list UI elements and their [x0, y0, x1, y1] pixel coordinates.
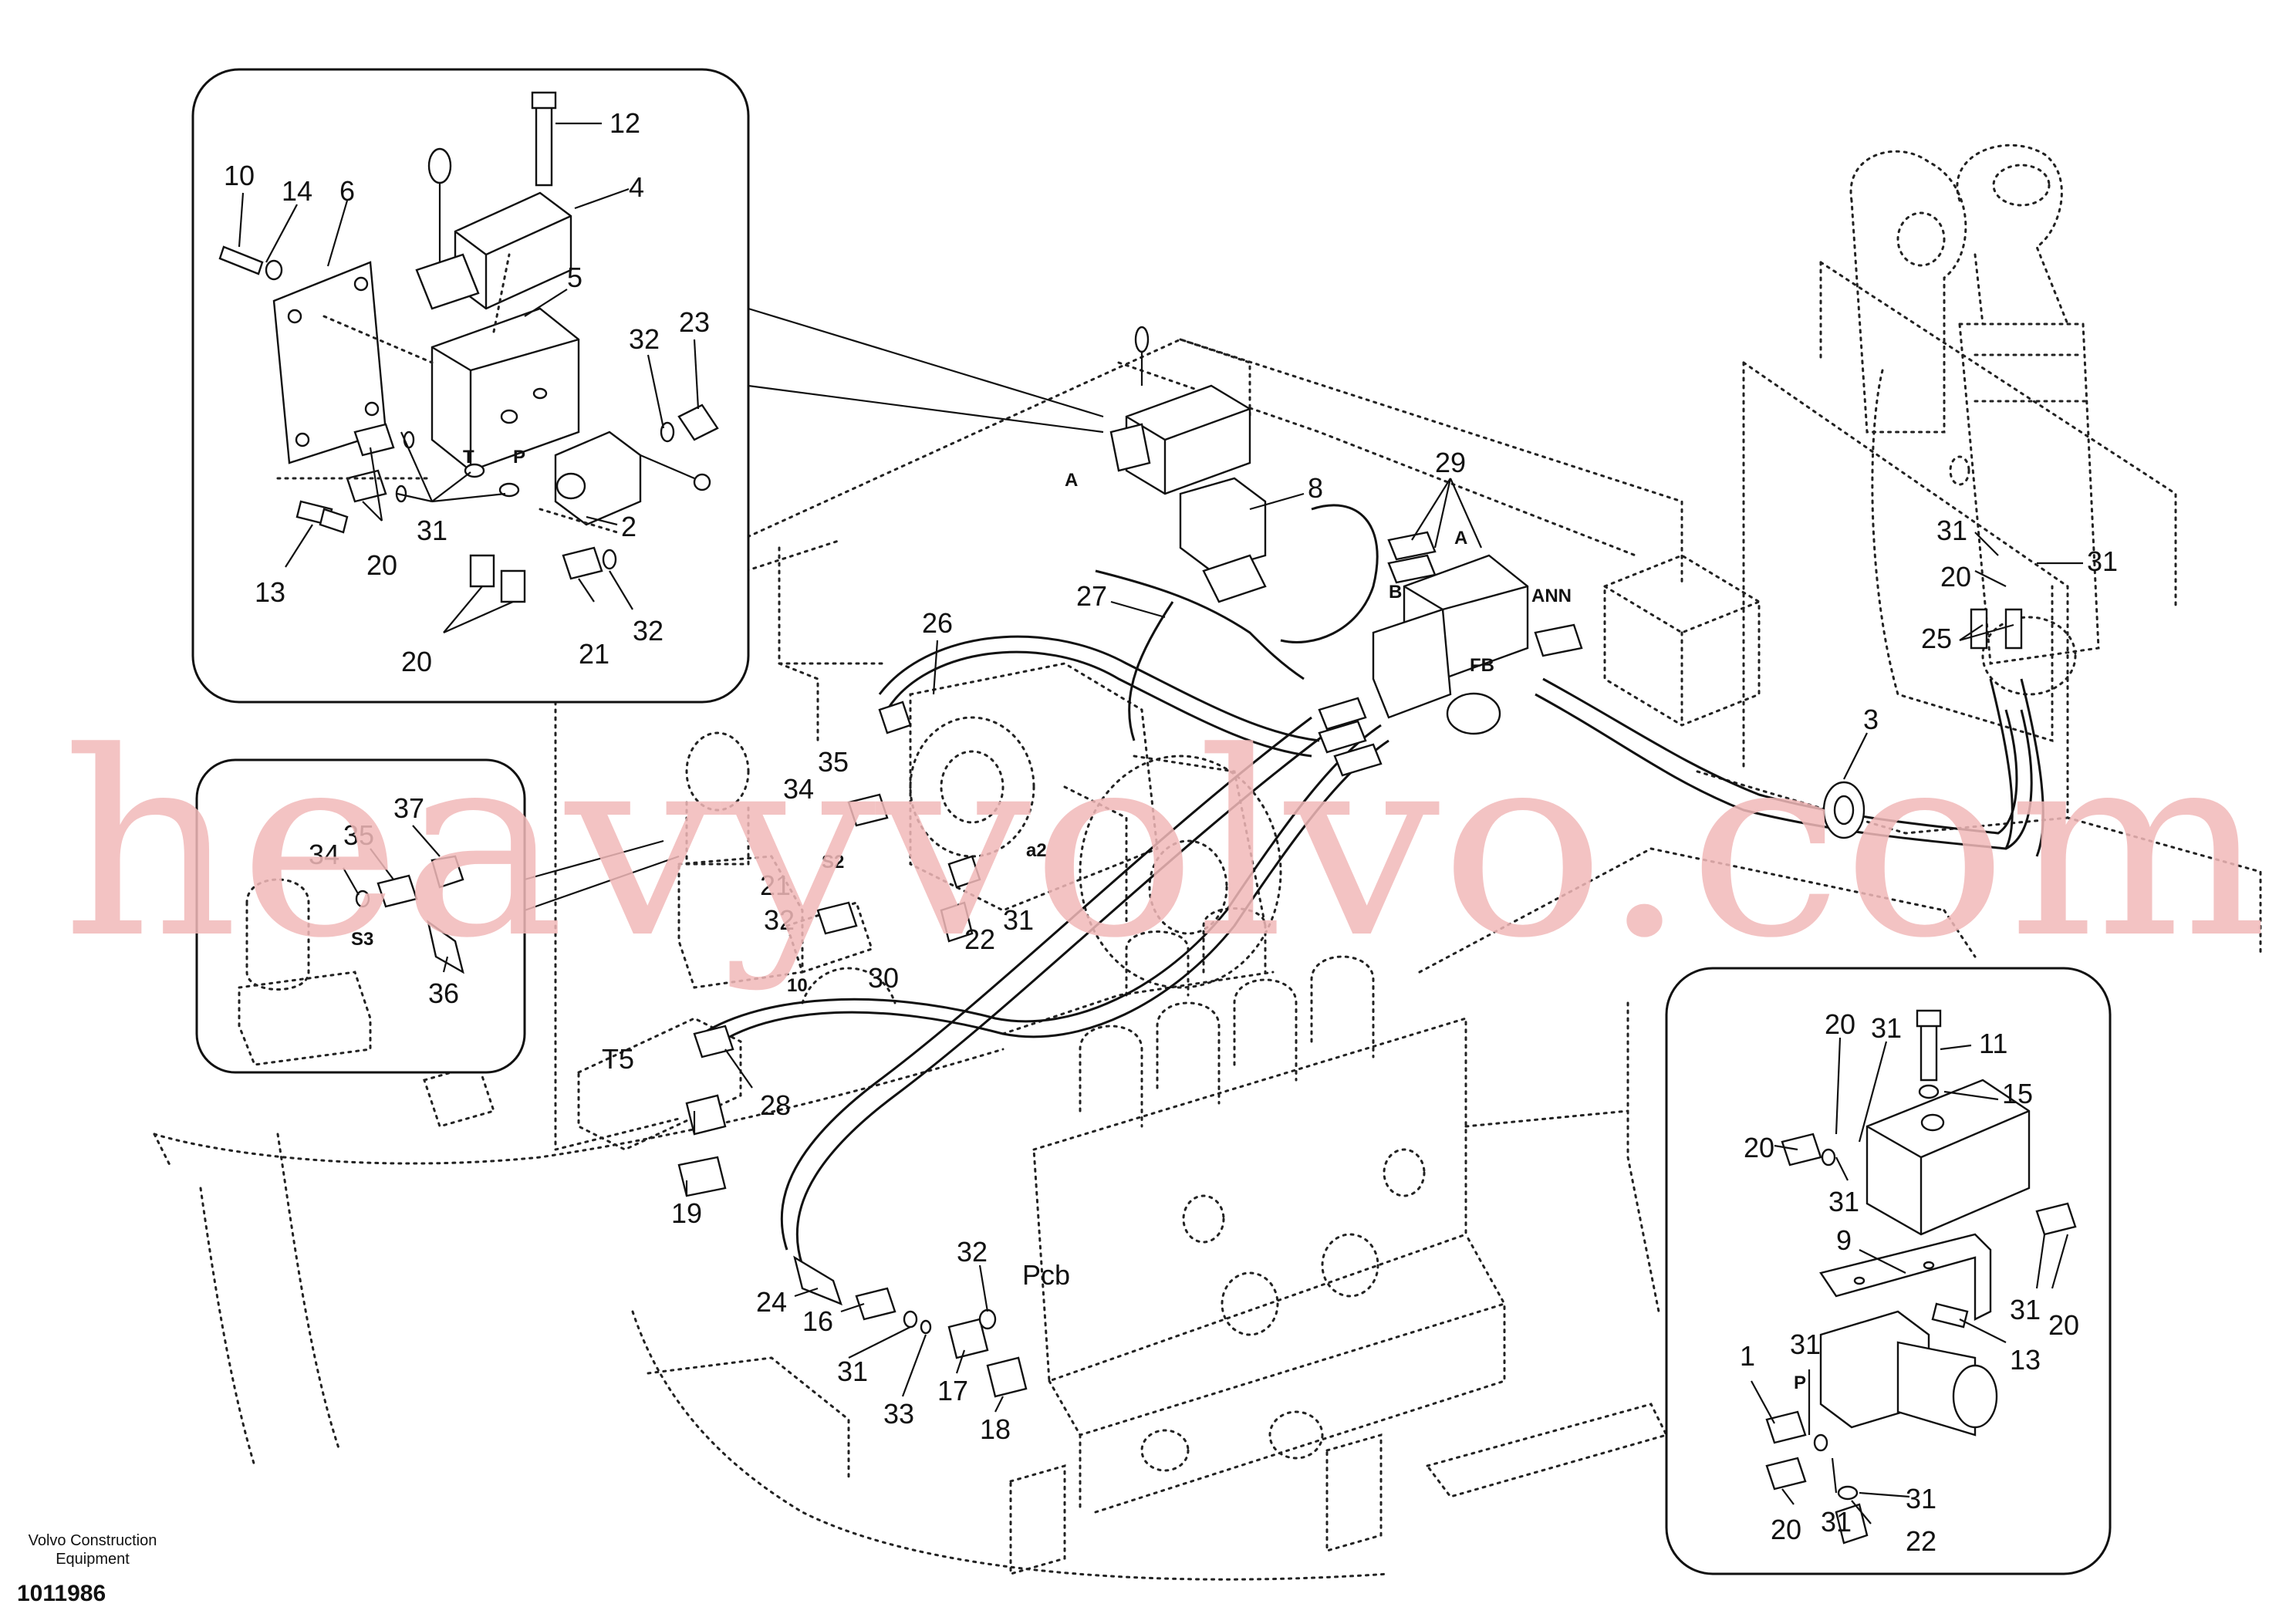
callout: 20: [2048, 1309, 2079, 1341]
watermark: heavyvolvo.com: [62, 697, 2268, 994]
callout: 6: [339, 175, 355, 207]
callout: 34: [783, 773, 814, 805]
callout: 20: [1825, 1008, 1855, 1040]
drawing-number: 1011986: [17, 1581, 106, 1606]
port-label-s2: S2: [822, 852, 844, 873]
callout: 21: [760, 869, 791, 901]
callout: 1: [1740, 1340, 1755, 1372]
callout: 31: [1003, 904, 1034, 936]
callout: 31: [1828, 1186, 1859, 1217]
port-label-a: A: [1065, 470, 1078, 491]
port-label-p-right: P: [1794, 1372, 1806, 1393]
callout: 35: [818, 746, 849, 778]
callouts-inset-right: 20 31 11 15 20 31 9 13 31 1 31 20 31 22 …: [1740, 1008, 2079, 1557]
callout: 30: [868, 962, 899, 994]
callouts-inset-left: 37 35 34 S3 36: [309, 792, 459, 1009]
callout: 32: [633, 615, 663, 647]
callout: 14: [282, 175, 312, 207]
machine-frame: [153, 143, 2262, 1581]
callout: 24: [756, 1286, 787, 1318]
callout: 28: [760, 1089, 791, 1121]
port-label-p: P: [513, 447, 525, 468]
callout: 32: [764, 904, 795, 936]
port-label-fb: FB: [1470, 655, 1494, 676]
callout: 22: [964, 923, 995, 955]
callout: 11: [1979, 1028, 2007, 1059]
callouts-main: 29 8 27 26 35 34 S2 a2 21 22 31 32 10 30…: [602, 447, 2118, 1445]
callout: 31: [1790, 1329, 1821, 1360]
inset-right: [1665, 967, 2112, 1575]
port-label-a2: a2: [1026, 840, 1047, 861]
inset-top-left: [191, 68, 1104, 704]
accumulator: [677, 731, 804, 989]
port-label-b: B: [1389, 582, 1402, 603]
callout: 31: [837, 1356, 868, 1387]
callout: 31: [1871, 1012, 1902, 1044]
callout: 36: [428, 977, 459, 1009]
callout: 15: [2002, 1078, 2033, 1109]
callout: 29: [1435, 447, 1466, 478]
callout: 32: [957, 1236, 988, 1268]
callout: 26: [922, 607, 953, 639]
callout: 20: [1940, 561, 1971, 593]
main-control-valve: [1032, 907, 1507, 1514]
callout: 19: [671, 1197, 702, 1229]
callout: 20: [1771, 1514, 1801, 1545]
callout: 8: [1308, 472, 1323, 504]
callout: 31: [1821, 1506, 1852, 1538]
callout: 12: [609, 107, 640, 139]
callout: 13: [2010, 1344, 2041, 1376]
callout: 13: [255, 576, 285, 608]
main-leaders: [685, 478, 2083, 1413]
callout: 2: [621, 511, 636, 542]
callout: 22: [1906, 1525, 1936, 1557]
callout: 31: [417, 515, 447, 546]
callout: 27: [1076, 580, 1107, 612]
callout: 18: [980, 1413, 1011, 1445]
callout: 23: [679, 306, 710, 338]
callout: 31: [1936, 515, 1967, 546]
callout: 20: [401, 646, 432, 677]
callout: 32: [629, 323, 660, 355]
main-parts: [677, 326, 2023, 1398]
callout: 21: [579, 638, 609, 670]
callout: 9: [1836, 1224, 1852, 1256]
hydraulic-pump: [909, 662, 1282, 989]
callout: 31: [2087, 545, 2118, 577]
brand-line-1: Volvo Construction: [29, 1532, 157, 1549]
callout: Pcb: [1022, 1259, 1070, 1291]
callout: 31: [2010, 1294, 2041, 1325]
port-label-10: 10: [787, 975, 808, 996]
callout: 31: [1906, 1483, 1936, 1514]
callout: 34: [309, 839, 339, 870]
callout: 4: [629, 171, 644, 203]
port-label-ann: ANN: [1531, 586, 1572, 606]
footer: Volvo Construction Equipment 1011986: [17, 1532, 157, 1606]
callout: 20: [366, 549, 397, 581]
callout: 35: [343, 819, 374, 851]
callout: T5: [602, 1043, 634, 1075]
callouts-inset-top-left: 12 4 10 14 6 5 32 23 2 31 20 13 20 21 32…: [224, 107, 710, 677]
callout: 10: [224, 160, 255, 191]
port-label-s3: S3: [351, 929, 373, 950]
callout: 20: [1744, 1132, 1774, 1163]
callout: 25: [1921, 623, 1952, 654]
brand-line-2: Equipment: [56, 1551, 130, 1568]
port-label-t: T: [463, 447, 474, 468]
hose-routing: [701, 504, 2044, 1266]
callout: 5: [567, 262, 582, 293]
callout: 16: [802, 1305, 833, 1337]
inset-left: [195, 758, 680, 1074]
callout: 37: [393, 792, 424, 824]
callout: 33: [883, 1398, 914, 1430]
callout: 17: [937, 1375, 968, 1406]
callout: 3: [1863, 704, 1879, 735]
port-label-a-valve: A: [1454, 528, 1467, 549]
